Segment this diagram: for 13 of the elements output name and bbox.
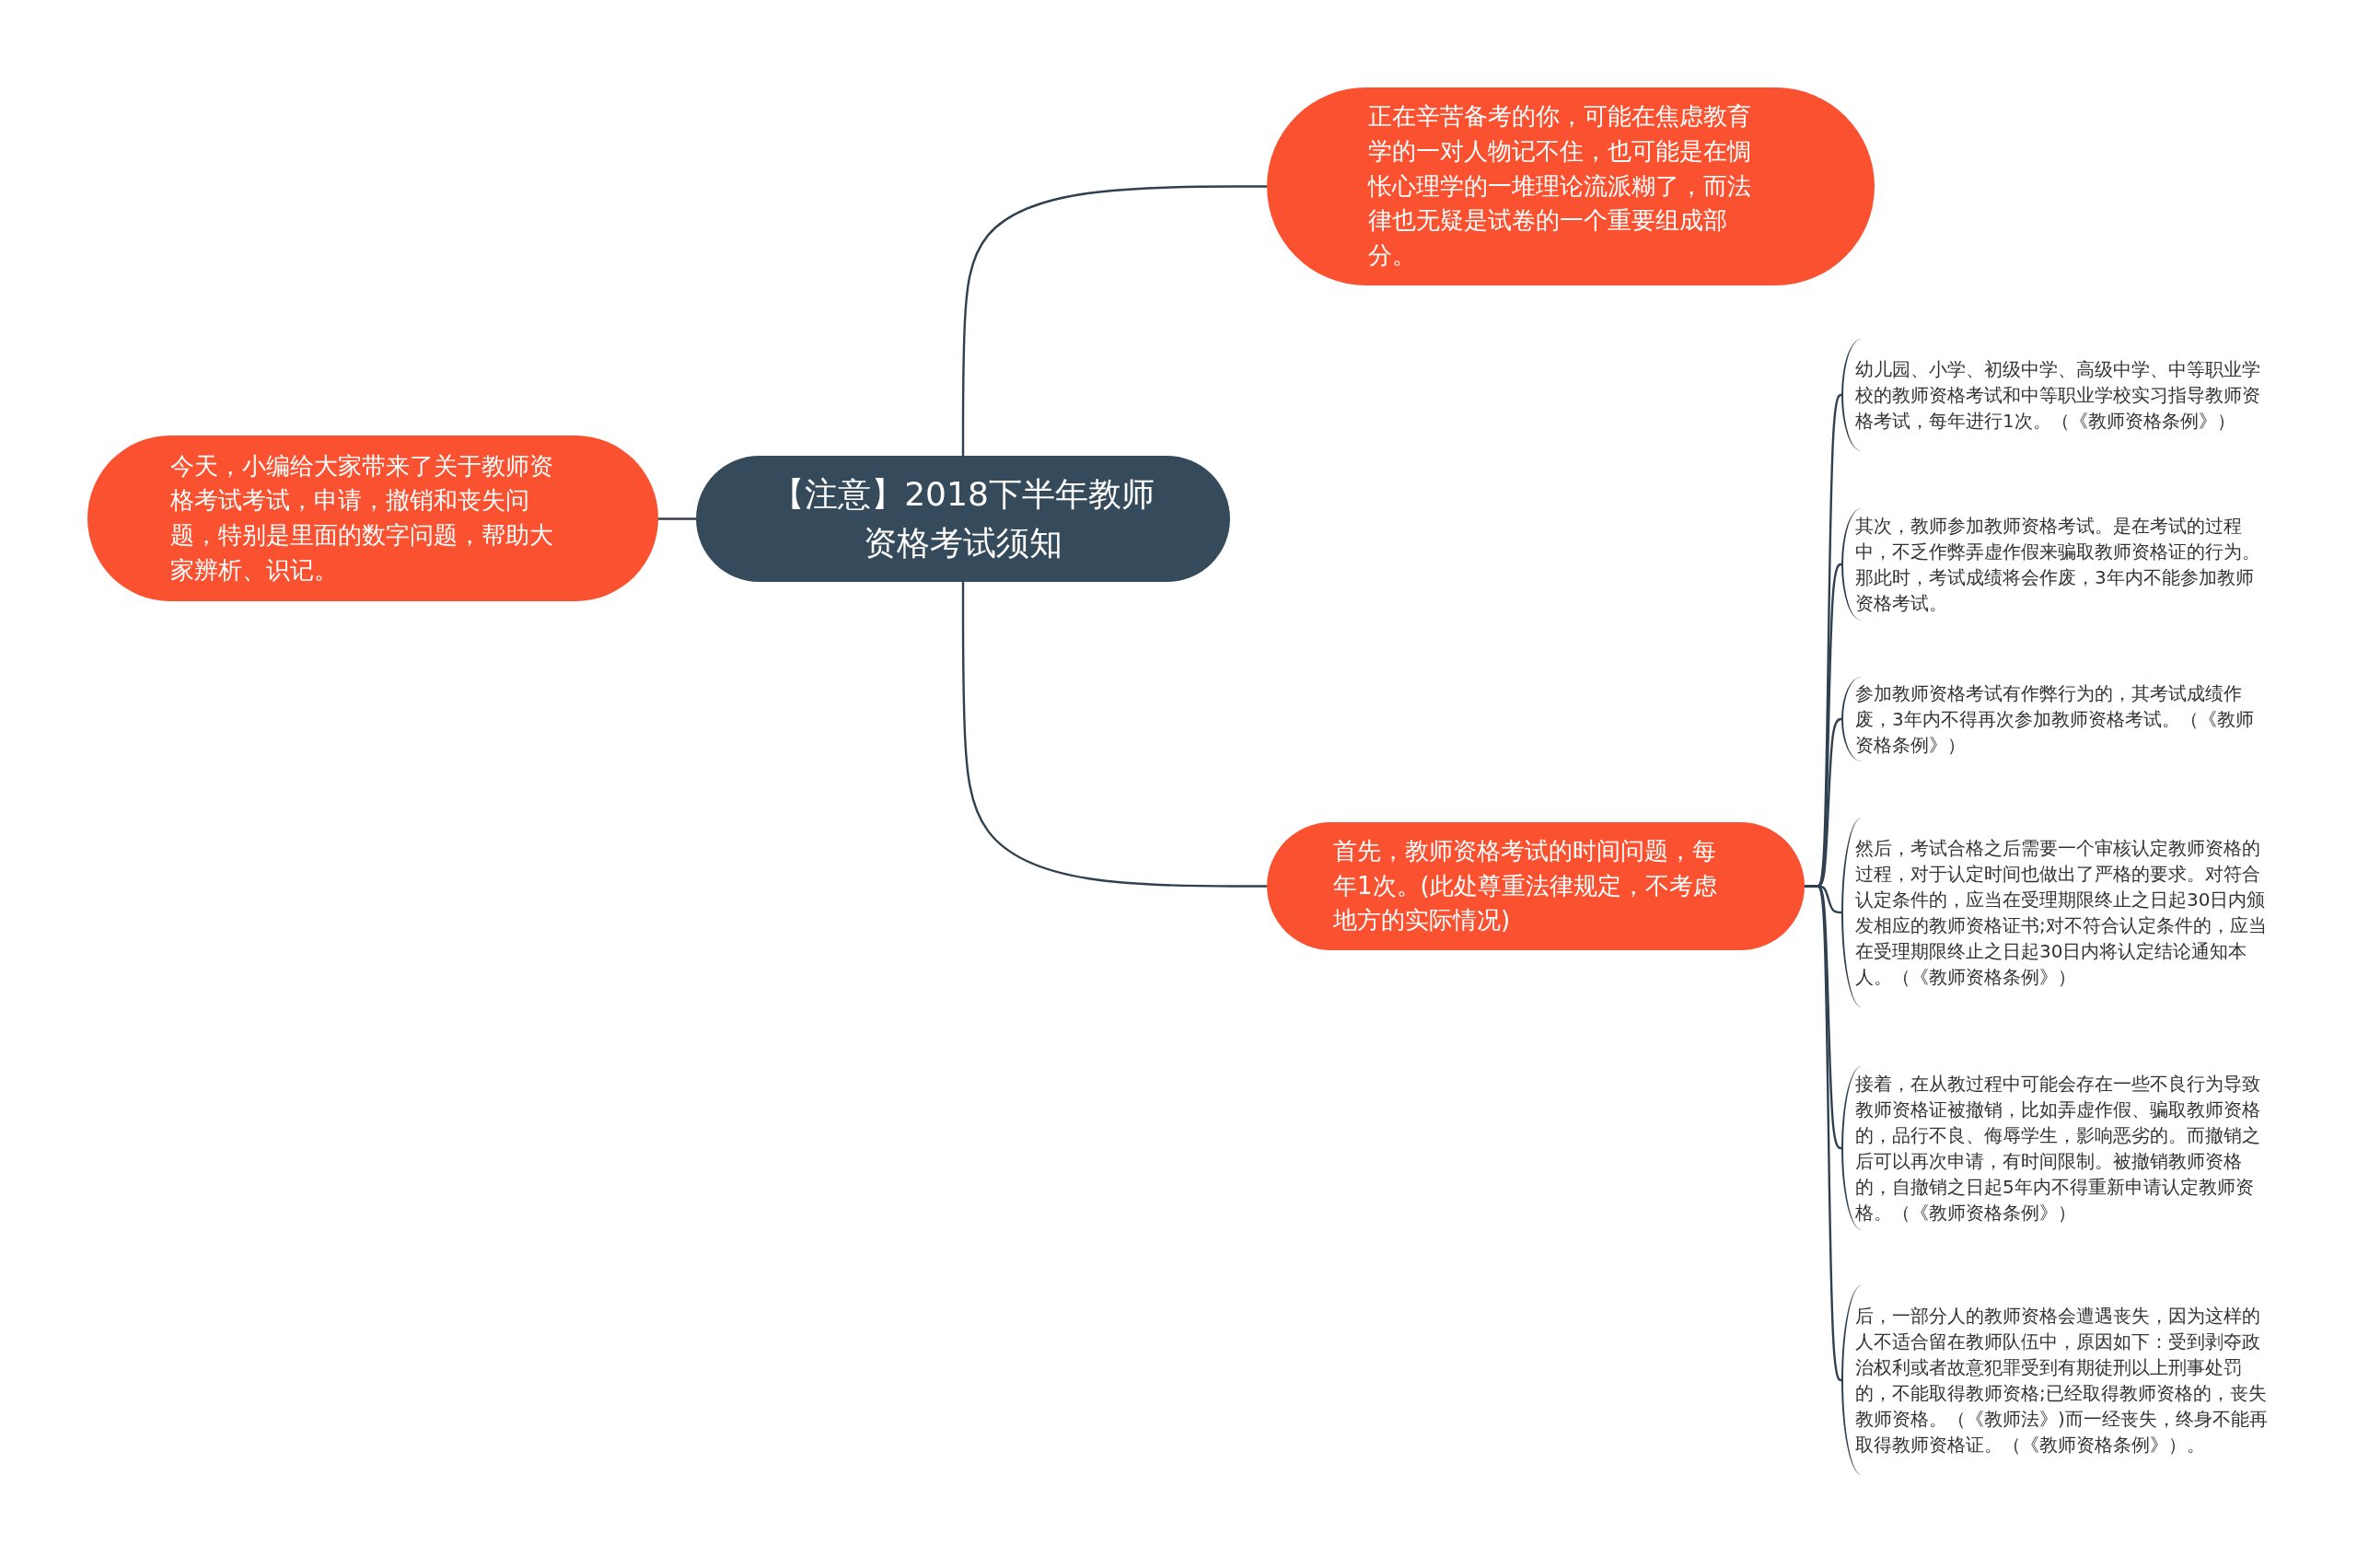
connector-line [961, 185, 1267, 456]
note-text: 然后，考试合格之后需要一个审核认定教师资格的过程，对于认定时间也做出了严格的要求。对符合认定条件的，应当在受理期限终止之日起30日内颁发相应的教师资格证书;对不符合认定条件的，应当在受理期限终止之日起30日内将认定结论通知本人。（《教师资格条例》） [1855, 836, 2268, 990]
topic-text: 今天，小编给大家带来了关于教师资格考试考试，申请，撤销和丧失问题，特别是里面的数字问题，帮助大家辨析、识记。 [170, 450, 554, 586]
connector-line [658, 517, 696, 520]
topic-text: 首先，教师资格考试的时间问题，每年1次。(此处尊重法律规定，不考虑地方的实际情况) [1333, 835, 1718, 936]
note-text: 幼儿园、小学、初级中学、高级中学、中等职业学校的教师资格考试和中等职业学校实习指导教师资格考试，每年进行1次。（《教师资格条例》） [1855, 357, 2261, 434]
note-text: 其次，教师参加教师资格考试。是在考试的过程中，不乏作弊弄虚作假来骗取教师资格证的行为。那此时，考试成绩将会作废，3年内不能参加教师资格考试。 [1855, 514, 2261, 616]
note-text: 参加教师资格考试有作弊行为的，其考试成绩作废，3年内不得再次参加教师资格考试。（《教师资格条例》） [1855, 681, 2255, 758]
topic-text: 【注意】2018下半年教师资格考试须知 [771, 474, 1155, 563]
topic-text: 正在辛苦备考的你，可能在焦虑教育学的一对人物记不住，也可能是在惆怅心理学的一堆理论流派糊了，而法律也无疑是试卷的一个重要组成部分。 [1368, 101, 1752, 272]
note-text: 接着，在从教过程中可能会存在一些不良行为导致教师资格证被撤销，比如弄虚作假、骗取教师资格的，品行不良、侮辱学生，影响恶劣的。而撤销之后可以再次申请，有时间限制。被撤销教师资格的，自撤销之日起5年内不得重新申请认定教师资格。（《教师资格条例》） [1855, 1072, 2261, 1225]
note-text: 后，一部分人的教师资格会遭遇丧失，因为这样的人不适合留在教师队伍中，原因如下：受到剥夺政治权利或者故意犯罪受到有期徒刑以上刑事处罚的，不能取得教师资格;已经取得教师资格的，丧失教师资格。（《教师法》)而一经丧失，终身不能再取得教师资格证。（《教师资格条例》）。 [1855, 1304, 2269, 1458]
connector-line [961, 582, 1267, 888]
